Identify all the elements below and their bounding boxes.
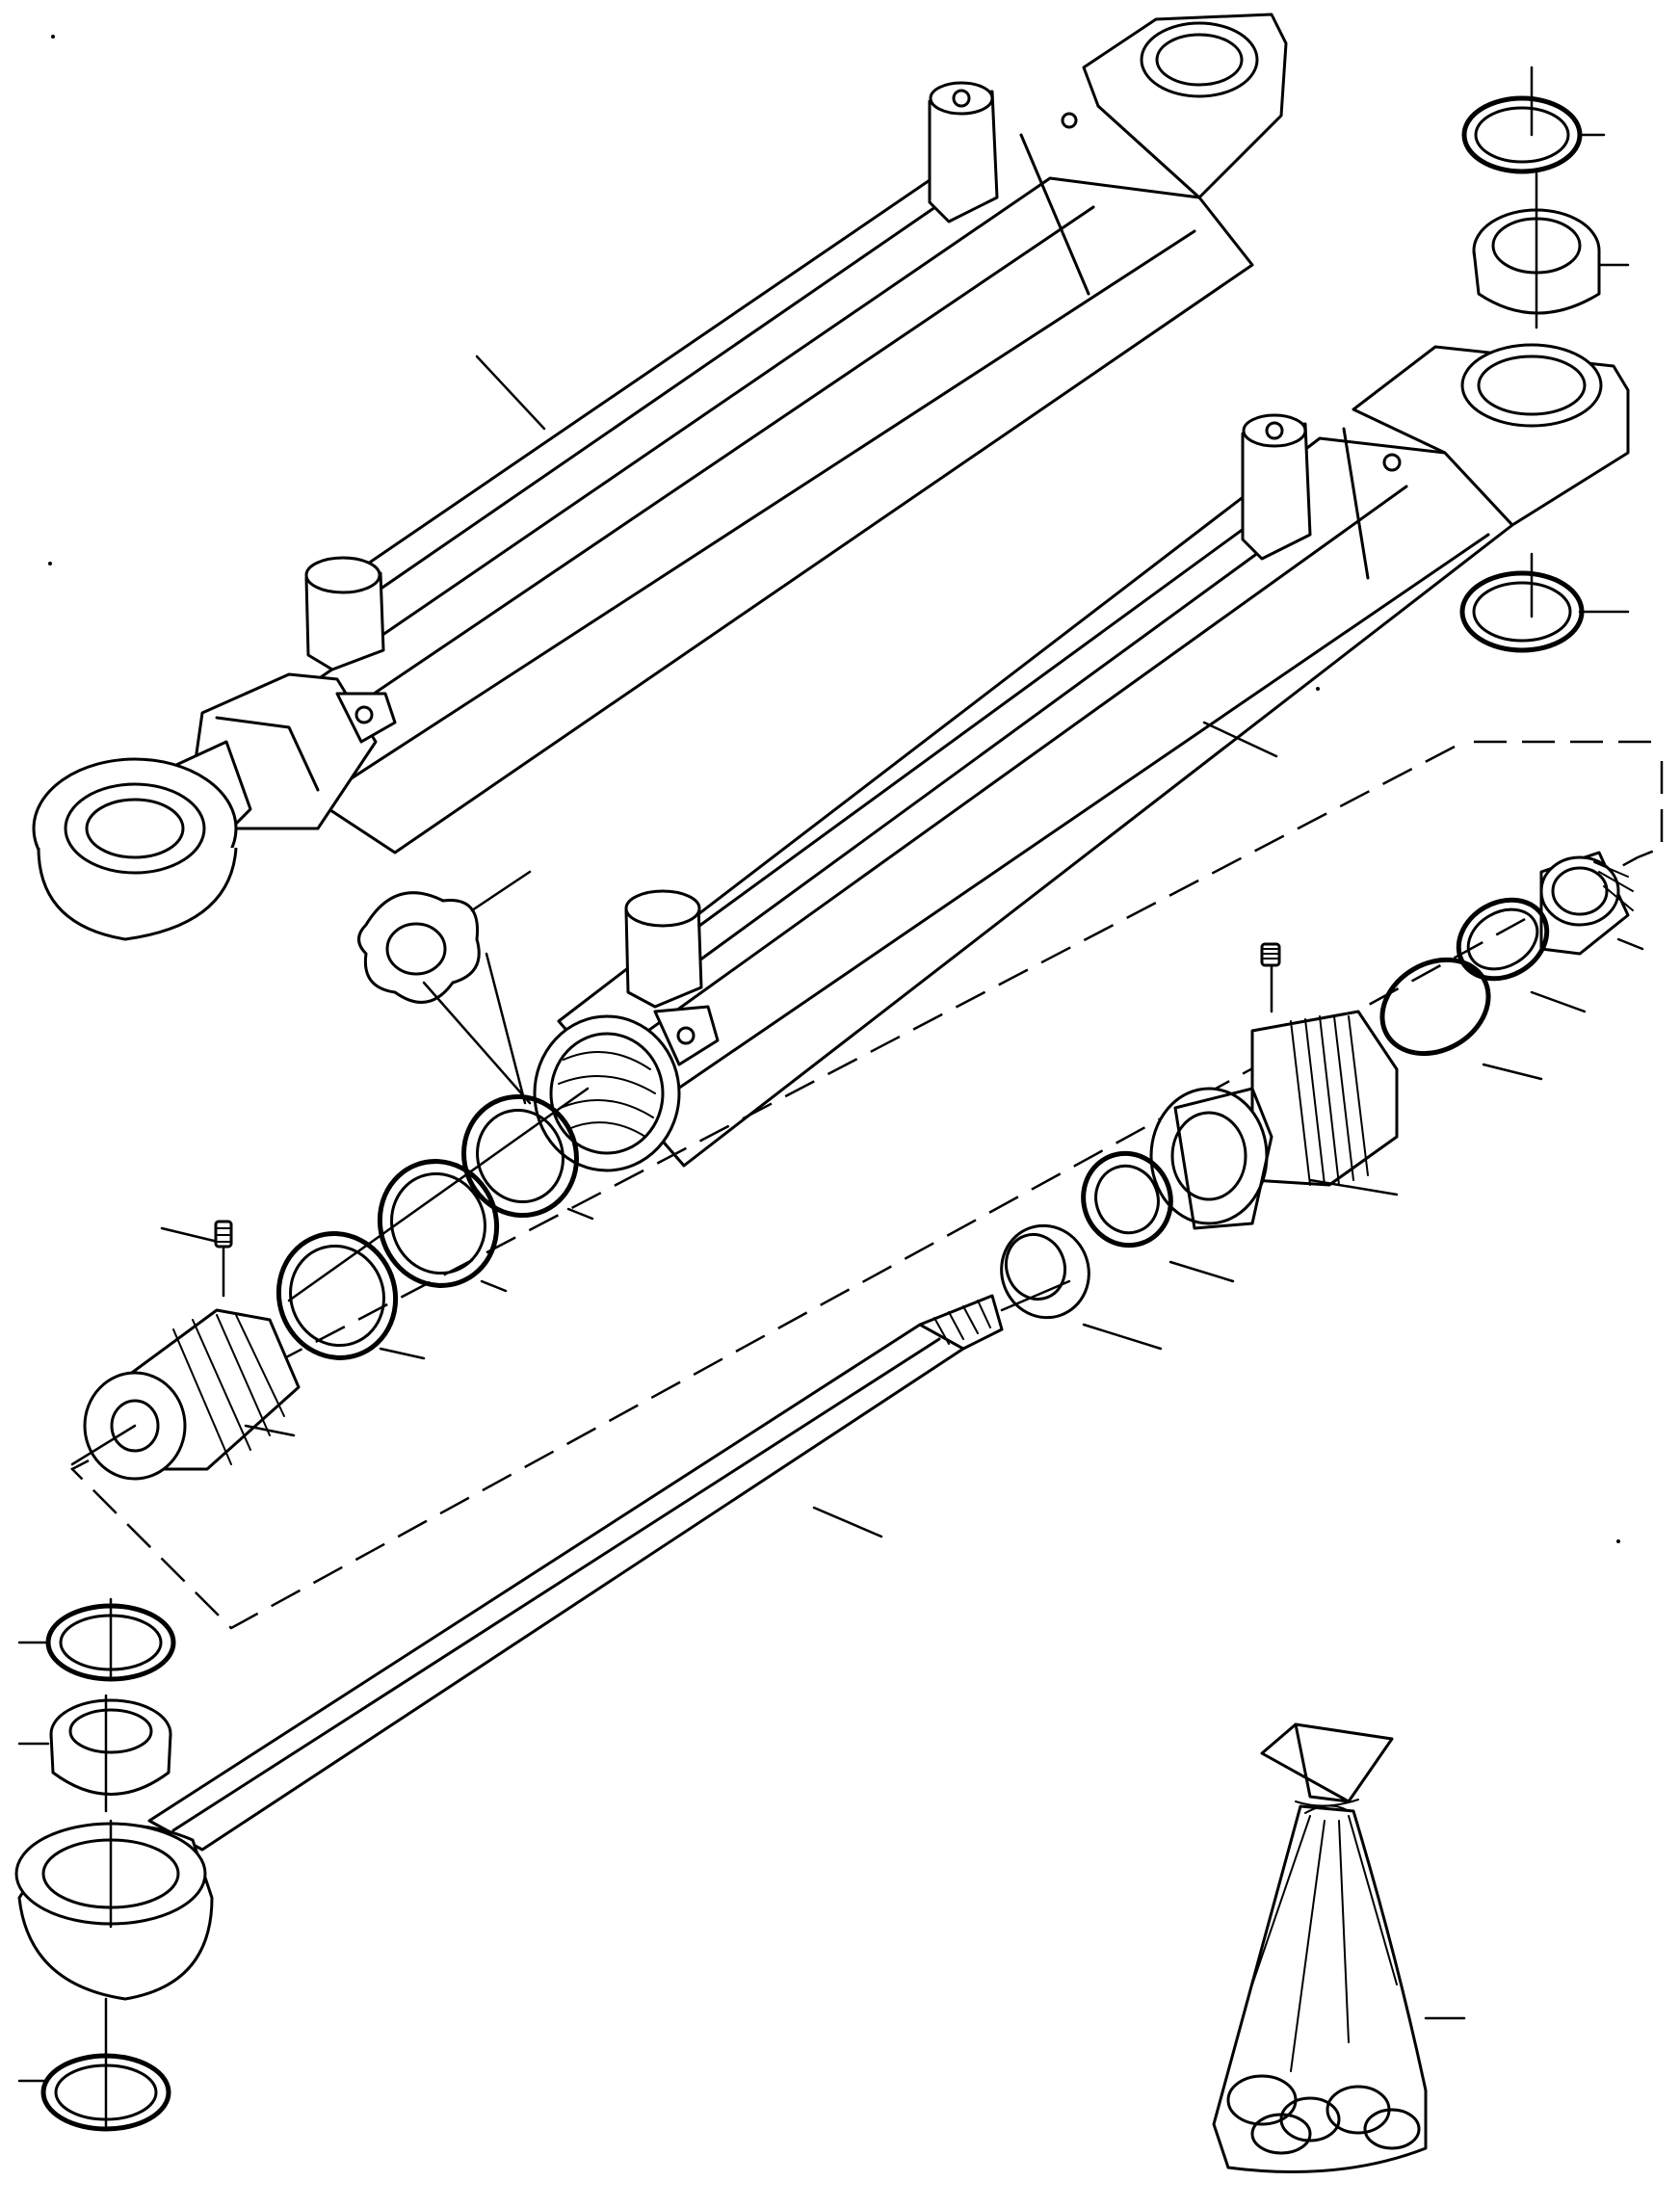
circlip-mid-right bbox=[1459, 552, 1630, 653]
grease-nipple-cap bbox=[357, 870, 532, 1105]
rod-eye-lower bbox=[14, 1819, 214, 2001]
bearing-upper-right bbox=[1472, 171, 1630, 329]
bearing-lower-left bbox=[17, 1694, 172, 1813]
seal-rings-centre bbox=[1000, 1150, 1235, 1351]
internals-outline bbox=[69, 740, 1664, 1630]
cylinder-assembly-upper bbox=[32, 13, 1288, 941]
gland-nut bbox=[1539, 851, 1644, 956]
seal-kit-bag bbox=[1212, 1722, 1466, 2173]
gland-body bbox=[1149, 942, 1399, 1230]
o-rings bbox=[1379, 897, 1587, 1081]
seal-rings-left bbox=[276, 1087, 594, 1360]
circlip-upper-right bbox=[1461, 66, 1606, 174]
piston bbox=[70, 1220, 301, 1481]
cylinder-barrel bbox=[533, 343, 1630, 1172]
circlip-lower-left-bottom bbox=[17, 1997, 171, 2132]
circlip-lower-left-upper bbox=[17, 1597, 176, 1682]
